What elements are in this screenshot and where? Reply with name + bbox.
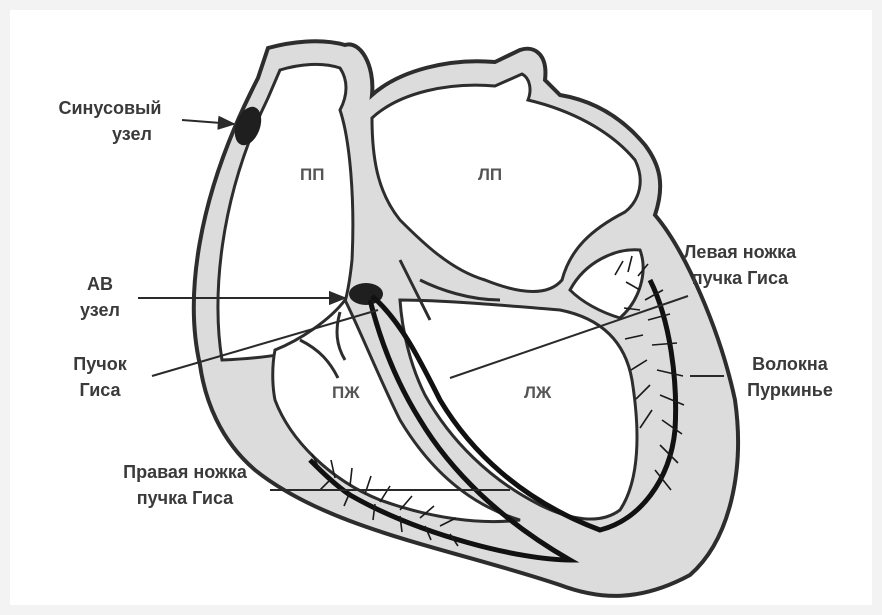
- his-bundle-label-line2: Гиса: [79, 380, 121, 400]
- purkinje-label-line1: Волокна: [752, 354, 829, 374]
- left-bundle-label-line1: Левая ножка: [684, 242, 797, 262]
- left-bundle-label-line2: пучка Гиса: [692, 268, 789, 288]
- right-atrium-label: ПП: [300, 165, 324, 184]
- left-ventricle-label: ЛЖ: [524, 383, 552, 402]
- purkinje-label-line2: Пуркинье: [747, 380, 833, 400]
- sinus-node-label-line2: узел: [112, 124, 152, 144]
- right-bundle-label-line2: пучка Гиса: [137, 488, 234, 508]
- sinus-node-label-line1: Синусовый: [58, 98, 161, 118]
- av-node-label-line2: узел: [80, 300, 120, 320]
- right-bundle-label-line1: Правая ножка: [123, 462, 248, 482]
- right-ventricle-label: ПЖ: [332, 383, 360, 402]
- left-atrium-label: ЛП: [478, 165, 502, 184]
- his-bundle-label-line1: Пучок: [73, 354, 127, 374]
- av-node-label-line1: АВ: [87, 274, 113, 294]
